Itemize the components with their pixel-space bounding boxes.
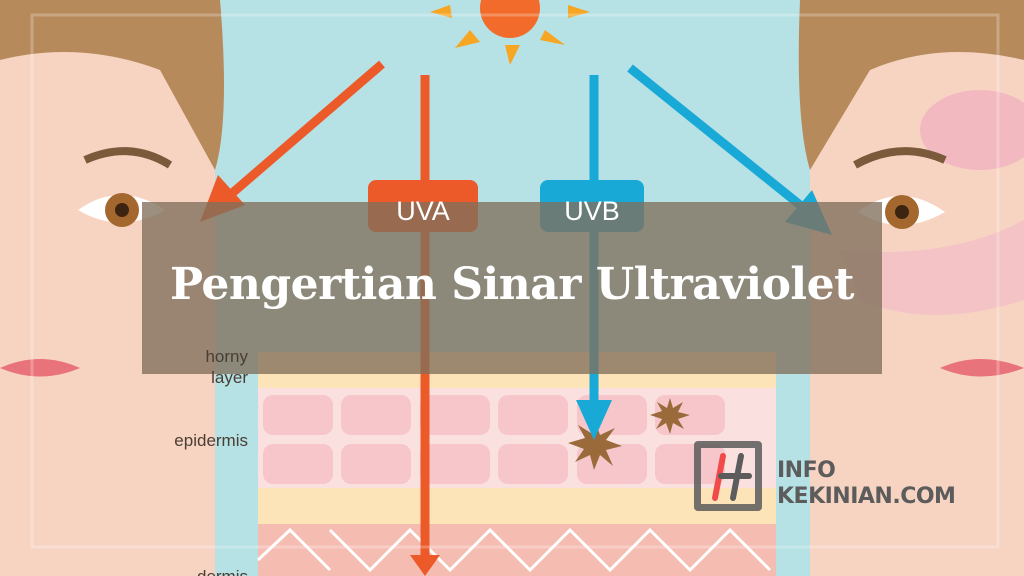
page-title: Pengertian Sinar Ultraviolet — [170, 258, 854, 310]
skin-cross-section — [256, 352, 776, 576]
damage-star-icon — [650, 398, 690, 434]
logo-text-domain: KEKINIAN.COM — [777, 484, 956, 509]
damage-star-icon — [568, 420, 622, 470]
left-lips — [0, 359, 80, 377]
logo-mark-icon — [694, 441, 762, 511]
title-banner: Pengertian Sinar Ultraviolet — [142, 202, 882, 374]
right-lips — [940, 359, 1024, 377]
label-dermis: dermis — [197, 567, 248, 576]
logo-text-info: INFO — [777, 458, 836, 483]
sun-icon — [430, 0, 590, 65]
site-logo: INFO KEKINIAN.COM — [693, 440, 983, 520]
left-face — [0, 0, 215, 576]
label-epidermis: epidermis — [174, 431, 248, 450]
